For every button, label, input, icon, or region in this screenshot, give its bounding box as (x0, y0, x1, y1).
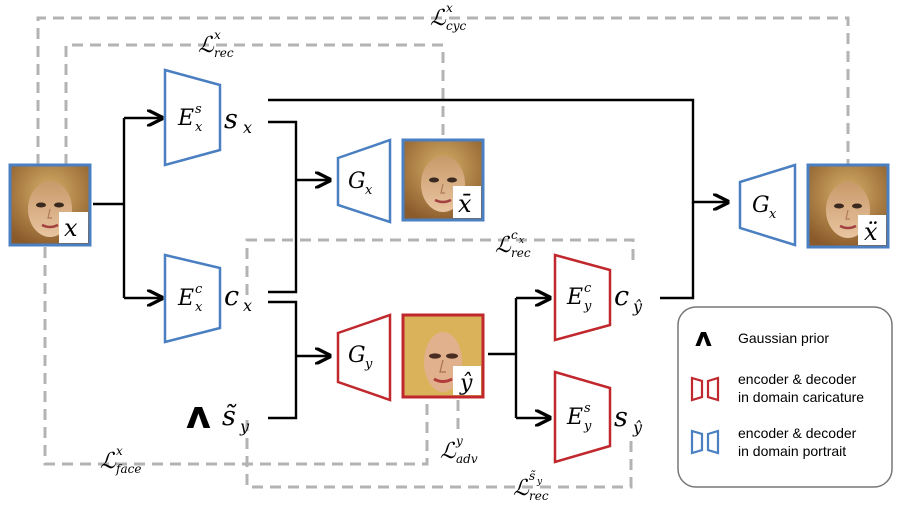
svg-text:ℒ: ℒ (495, 233, 512, 258)
svg-text:y: y (583, 299, 592, 314)
svg-text:s̃: s̃ (222, 401, 237, 432)
portrait-encoder-decoder-icon (690, 429, 720, 455)
svg-text:ℒ: ℒ (198, 33, 215, 58)
svg-text:G: G (752, 193, 770, 218)
gaussian-prior-icon: ʌ (186, 393, 211, 437)
svg-text:rec: rec (529, 489, 549, 503)
svg-text:ℒ: ℒ (513, 476, 530, 501)
code-s-x: s x (224, 104, 252, 137)
svg-text:x: x (243, 296, 252, 315)
svg-text:ℒ: ℒ (430, 6, 447, 31)
svg-text:encoder & decoder: encoder & decoder (738, 371, 857, 387)
legend-caricature: encoder & decoder in domain caricature (690, 371, 864, 405)
cycle-image: ẍ (806, 163, 890, 249)
svg-text:x: x (195, 120, 203, 135)
svg-text:ŷ: ŷ (632, 297, 643, 316)
reconstruction-style-loss-path (245, 420, 633, 489)
svg-text:s: s (614, 402, 628, 433)
svg-text:s̃: s̃ (529, 469, 536, 483)
loss-rec-cx-label: ℒ c x rec (495, 228, 531, 260)
caricature-image-label: ŷ (459, 371, 473, 396)
svg-text:c: c (614, 281, 629, 312)
legend: ʌ Gaussian prior encoder & decoder in do… (677, 306, 893, 488)
gaussian-prior-legend-icon: ʌ (695, 323, 712, 353)
face-loss-path (43, 247, 429, 466)
svg-text:x: x (195, 300, 203, 315)
loss-cyc-label: ℒ x cyc (430, 1, 467, 33)
svg-text:x: x (446, 1, 453, 15)
loss-face-label: ℒ x face (100, 444, 141, 476)
loss-rec-x-label: ℒ x rec (198, 28, 234, 60)
style-encoder-y: E s y (553, 370, 612, 464)
generator-x-right: G x (738, 163, 797, 247)
svg-text:y: y (239, 417, 250, 436)
svg-text:x: x (243, 118, 252, 137)
code-c-x: c x (224, 281, 252, 315)
svg-text:x: x (214, 28, 221, 42)
wiring (93, 98, 728, 418)
svg-text:s: s (584, 401, 591, 416)
svg-text:E: E (566, 405, 583, 430)
gaussian-prior-sample: ʌ s̃ y (186, 393, 250, 437)
loss-adv-label: ℒ y adv (440, 434, 478, 466)
svg-text:G: G (348, 343, 366, 368)
svg-text:x: x (519, 236, 524, 246)
generator-x-top: G x (336, 138, 392, 224)
svg-text:c: c (224, 281, 239, 312)
code-s-yhat: s ŷ (614, 402, 643, 437)
svg-text:ℒ: ℒ (100, 449, 117, 474)
svg-text:in domain caricature: in domain caricature (738, 389, 864, 405)
svg-text:ℒ: ℒ (440, 439, 457, 464)
svg-text:encoder & decoder: encoder & decoder (738, 425, 857, 441)
svg-text:x: x (116, 444, 123, 458)
legend-prior: ʌ Gaussian prior (695, 323, 829, 353)
cycle-loss-path (36, 16, 850, 165)
svg-text:G: G (348, 169, 366, 194)
reconstructed-image-label: x̄ (458, 190, 472, 218)
style-encoder-x: E s x (163, 68, 222, 167)
svg-text:cyc: cyc (446, 19, 467, 33)
content-encoder-y: E c y (553, 253, 612, 342)
svg-text:Gaussian prior: Gaussian prior (738, 330, 829, 346)
svg-text:E: E (177, 106, 194, 131)
svg-text:s: s (195, 102, 202, 117)
code-c-yhat: c ŷ (614, 281, 643, 316)
svg-text:c: c (584, 281, 592, 296)
svg-text:rec: rec (511, 246, 531, 260)
cycle-image-label: ẍ (864, 218, 878, 246)
svg-text:E: E (566, 285, 583, 310)
svg-text:E: E (177, 286, 194, 311)
svg-text:face: face (115, 462, 141, 476)
svg-text:in domain portrait: in domain portrait (738, 443, 846, 459)
legend-portrait: encoder & decoder in domain portrait (690, 425, 857, 459)
input-image-label: x (64, 214, 78, 242)
svg-text:adv: adv (456, 452, 478, 466)
caricature-image: ŷ (401, 313, 485, 399)
generator-y: G y (336, 313, 392, 402)
svg-text:s: s (224, 104, 238, 135)
reconstructed-image: x̄ (401, 138, 485, 222)
svg-text:ŷ: ŷ (632, 418, 643, 437)
input-image: x (8, 163, 92, 247)
reconstruction-content-loss-path (245, 238, 635, 295)
caricature-encoder-decoder-icon (690, 376, 720, 402)
content-encoder-x: E c x (163, 253, 222, 344)
svg-text:y: y (455, 434, 463, 448)
svg-text:x: x (365, 183, 373, 198)
svg-text:y: y (583, 419, 592, 434)
svg-text:c: c (511, 228, 518, 242)
reconstruction-x-loss-path (64, 43, 445, 165)
loss-rec-sy-label: ℒ s̃ y rec (513, 469, 549, 503)
svg-text:y: y (536, 477, 543, 487)
svg-text:rec: rec (214, 46, 234, 60)
svg-text:x: x (769, 207, 777, 222)
svg-text:c: c (195, 282, 203, 297)
svg-text:y: y (364, 357, 373, 372)
